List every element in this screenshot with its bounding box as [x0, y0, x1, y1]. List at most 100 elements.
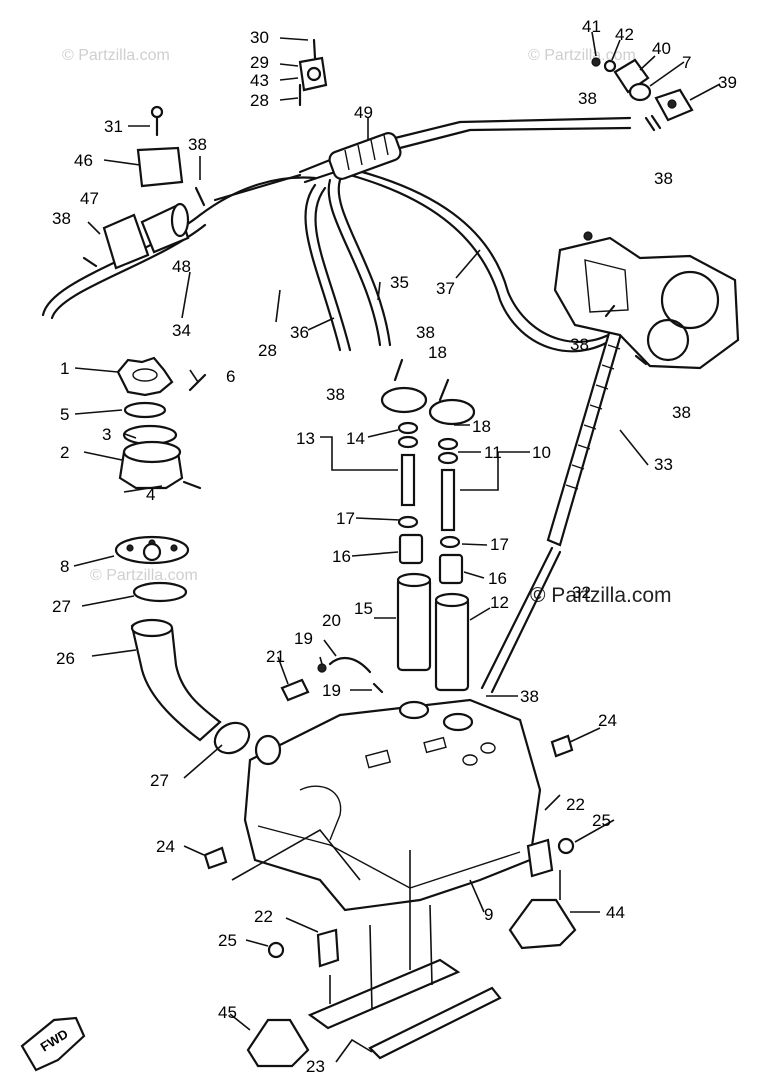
cap-1 — [116, 356, 174, 397]
callout-37: 37 — [436, 279, 455, 298]
callout-38-mid-2: 38 — [326, 385, 345, 404]
tank-opening-1 — [398, 700, 430, 720]
callout-27-top: 27 — [52, 597, 71, 616]
cover-40 — [613, 58, 650, 94]
callout-38-bottom: 38 — [520, 687, 539, 706]
callout-48: 48 — [172, 257, 191, 276]
hose-protector-49 — [328, 132, 402, 180]
filter-48-cap — [170, 202, 190, 238]
gasket-center — [142, 542, 162, 562]
callout-23: 23 — [306, 1057, 325, 1076]
hose-26 — [130, 619, 222, 742]
callout-38-top-right-1: 38 — [578, 89, 597, 108]
callout-49: 49 — [354, 103, 373, 122]
callout-38-top-right-2: 38 — [654, 169, 673, 188]
carburetor-body — [553, 236, 740, 370]
filter-group-left — [82, 105, 206, 270]
mount-45 — [246, 1018, 310, 1068]
callout-19-bottom: 19 — [322, 681, 341, 700]
filter-16b — [438, 553, 464, 585]
callout-36: 36 — [290, 323, 309, 342]
callout-25-left: 25 — [218, 931, 237, 950]
callout-19-top: 19 — [294, 629, 313, 648]
callout-labels: 30 29 43 28 41 42 40 7 39 38 38 31 46 38… — [52, 17, 737, 1076]
tank-filler-port — [254, 734, 282, 766]
fuel-tank-recess — [299, 785, 342, 841]
callout-40: 40 — [652, 39, 671, 58]
callout-22-left: 22 — [254, 907, 273, 926]
callout-28-mid: 28 — [258, 341, 277, 360]
callout-20: 20 — [322, 611, 341, 630]
callout-43: 43 — [250, 71, 269, 90]
bracket-47 — [102, 213, 150, 270]
callout-18-right: 18 — [472, 417, 491, 436]
callout-27-bottom: 27 — [150, 771, 169, 790]
fuel-pickup-assembly — [380, 358, 476, 692]
carburetor — [553, 231, 740, 370]
callout-24-left: 24 — [156, 837, 175, 856]
watermark-main: © Partzilla.com — [530, 584, 672, 607]
callout-21: 21 — [266, 647, 285, 666]
pad-23a — [307, 958, 461, 1030]
filler-hose-group — [114, 535, 251, 755]
callout-38-left-1: 38 — [188, 135, 207, 154]
callout-25-right: 25 — [592, 811, 611, 830]
tank-port-2 — [480, 742, 496, 754]
callout-16-right: 16 — [488, 569, 507, 588]
tank-port-1 — [462, 754, 478, 766]
pump-port — [667, 99, 677, 109]
callout-11: 11 — [484, 443, 502, 462]
pipe-right — [440, 468, 456, 532]
clamp-27-bottom — [213, 721, 251, 755]
gasket-hole-3 — [170, 544, 178, 552]
callout-3: 3 — [102, 425, 111, 444]
callout-46: 46 — [74, 151, 93, 170]
sleeve-12 — [434, 596, 470, 692]
carburetor-plate — [584, 259, 629, 313]
oring-14b — [397, 435, 419, 449]
callout-30: 30 — [250, 28, 269, 47]
callout-24-right: 24 — [598, 711, 617, 730]
clamp-27-top — [132, 581, 188, 603]
valve-21 — [280, 678, 310, 702]
plate-10 — [428, 398, 476, 426]
callout-44: 44 — [606, 903, 625, 922]
callout-15: 15 — [354, 599, 373, 618]
sleeve-15-top — [396, 572, 432, 588]
bolt-30 — [312, 38, 317, 60]
gasket-7 — [628, 82, 652, 102]
callout-28-top: 28 — [250, 91, 269, 110]
clamp-22-right — [526, 838, 554, 878]
callout-41: 41 — [582, 17, 601, 36]
callout-17-left: 17 — [336, 509, 355, 528]
callout-34: 34 — [172, 321, 191, 340]
screw-6 — [188, 373, 207, 392]
oring-14a — [397, 421, 419, 435]
oring-11a — [437, 437, 459, 451]
washer-17b — [439, 535, 461, 549]
bolt-24-right — [550, 734, 574, 758]
callout-32: 32 — [572, 583, 591, 602]
watermark-mid-left: © Partzilla.com — [90, 567, 198, 584]
tank-label-plate — [364, 749, 392, 769]
filler-cap-assembly — [116, 356, 207, 490]
callout-2: 2 — [60, 443, 69, 462]
pad-guidelines — [369, 904, 433, 1011]
hose-37 — [348, 173, 627, 353]
gasket-5 — [123, 401, 167, 419]
fuel-tank-9 — [243, 698, 542, 912]
callout-17-right: 17 — [490, 535, 509, 554]
hose-35 — [327, 178, 382, 347]
carb-screw — [583, 231, 593, 241]
fuel-hoses — [41, 116, 632, 353]
callout-5: 5 — [60, 405, 69, 424]
mounting-hardware — [203, 734, 577, 1068]
watermark-top-left: © Partzilla.com — [62, 47, 170, 64]
hose-26-end — [130, 618, 174, 638]
clip-38-left2 — [82, 256, 98, 268]
callout-10: 10 — [532, 443, 551, 462]
hose-34 — [41, 176, 317, 317]
callout-12: 12 — [490, 593, 509, 612]
